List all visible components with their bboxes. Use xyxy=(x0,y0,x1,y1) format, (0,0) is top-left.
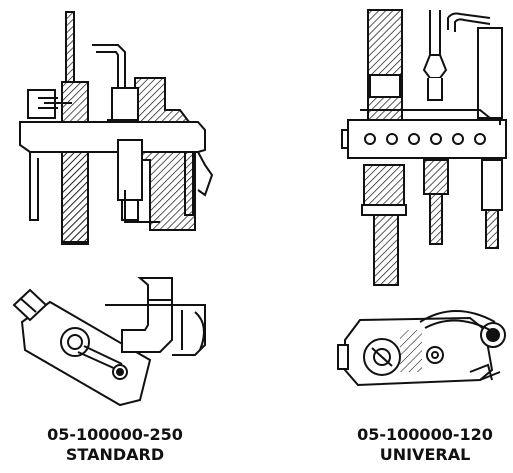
universal-caption: 05-100000-120 UNIVERAL xyxy=(340,425,510,465)
standard-pilot-top-view xyxy=(12,277,206,407)
standard-label: STANDARD xyxy=(65,445,165,464)
universal-pilot-side-view xyxy=(341,9,507,286)
standard-pilot-side-view xyxy=(19,11,214,245)
standard-part-number: 05-100000-250 xyxy=(47,425,183,444)
universal-label: UNIVERAL xyxy=(379,445,471,464)
standard-caption: 05-100000-250 STANDARD xyxy=(30,425,200,465)
universal-part-number: 05-100000-120 xyxy=(357,425,493,444)
universal-pilot-top-view xyxy=(337,310,506,387)
